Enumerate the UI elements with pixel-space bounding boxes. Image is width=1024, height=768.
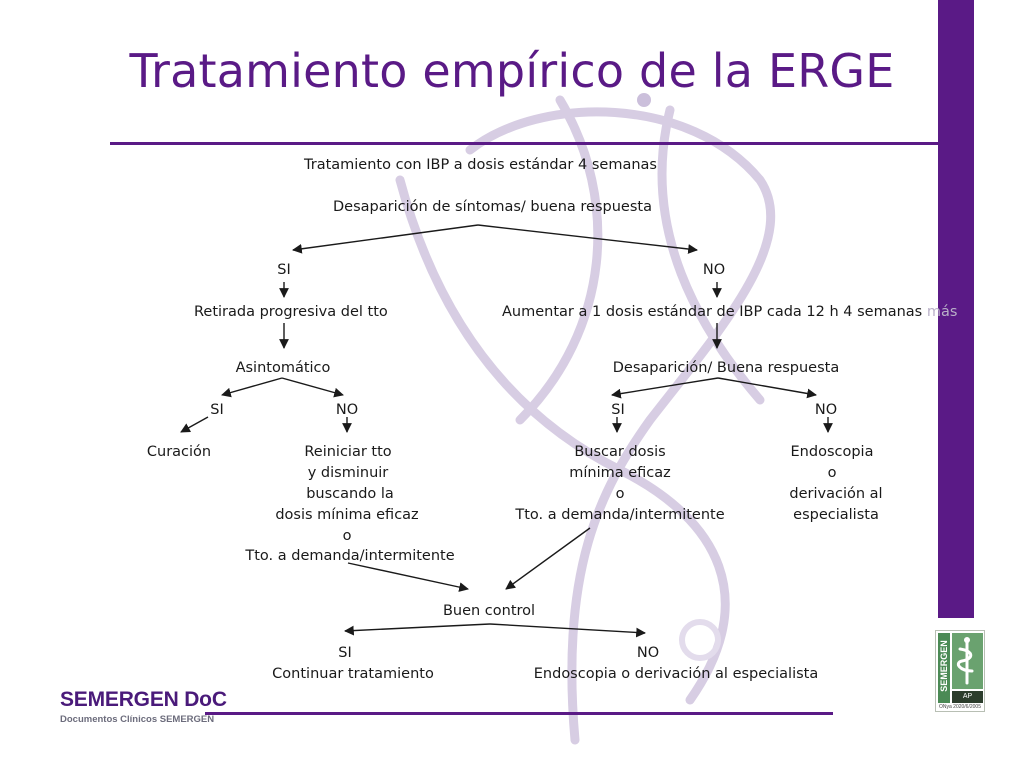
reiniciar-line: dosis mínima eficaz [275,507,419,523]
node-aumentar: Aumentar a 1 dosis estándar de IBP cada … [502,303,957,321]
endoscopia-line: Endoscopia [790,444,874,460]
brand-subtitle: Documentos Clínicos SEMERGEN [60,714,215,725]
label-no-final: NO [636,645,660,661]
node-final-no: Endoscopia o derivación al especialista [533,666,819,682]
reiniciar-line: o [342,528,352,544]
label-si-2: SI [210,402,224,418]
endoscopia-line: especialista [793,507,879,523]
arrow-asint-no [281,377,344,398]
node-question-1: Desaparición de síntomas/ buena respuest… [333,199,652,215]
label-si-1: SI [277,262,291,278]
node-aumentar-tail: más [926,304,958,320]
endoscopia-line: derivación al [789,486,883,502]
node-question-2: Desaparición/ Buena respuesta [612,360,840,376]
label-no-3: NO [814,402,838,418]
node-continuar: Continuar tratamiento [272,666,434,682]
logo-vertical-band: SEMERGEN [938,633,950,703]
arrow-control-si [344,623,491,636]
arrow-buscar-control [505,527,591,590]
arrow-q2-si [611,377,719,399]
node-curacion: Curación [146,444,212,460]
label-si-final: SI [338,645,352,661]
slide-title: Tratamiento empírico de la ERGE [129,44,895,98]
arrow-asint-si [221,377,283,398]
arrow-q1-si [292,224,479,254]
logo-vertical-text: SEMERGEN [939,640,949,692]
buscar-line: Buscar dosis [574,444,666,460]
logo-ap-badge: AP [952,691,983,703]
node-buen-control: Buen control [442,603,536,619]
buscar-line: mínima eficaz [569,465,671,481]
node-start: Tratamiento con IBP a dosis estándar 4 s… [304,157,657,173]
label-no-1: NO [702,262,726,278]
title-divider [110,142,940,145]
endoscopia-line: o [827,465,837,481]
reiniciar-line: Tto. a demanda/intermitente [245,548,455,564]
reiniciar-line: Reiniciar tto [304,444,392,460]
node-aumentar-text: Aumentar a 1 dosis estándar de IBP cada … [502,304,923,320]
reiniciar-line: y disminuir [307,465,389,481]
label-no-2: NO [335,402,359,418]
label-si-3: SI [611,402,625,418]
caduceus-icon [956,637,974,685]
logo-year-text: ONya 2020/6/2005 [939,704,981,710]
arrow-q2-no [717,377,817,399]
brand-logo-text: SEMERGEN DoC [60,688,227,711]
arrow-control-no [489,623,646,638]
logo-emblem [952,633,983,689]
arrow-q1-no [477,224,698,254]
buscar-line: o [615,486,625,502]
arrow-si-curacion [180,416,209,433]
purple-sidebar-bar [938,0,974,618]
node-asintomatico: Asintomático [235,360,331,376]
node-retirada: Retirada progresiva del tto [194,304,388,320]
reiniciar-line: buscando la [306,486,394,502]
footer-divider [205,712,833,715]
semergen-logo-badge: SEMERGEN AP ONya 2020/6/2005 [935,630,985,712]
buscar-line: Tto. a demanda/intermitente [515,507,725,523]
arrow-reiniciar-control [347,562,469,592]
